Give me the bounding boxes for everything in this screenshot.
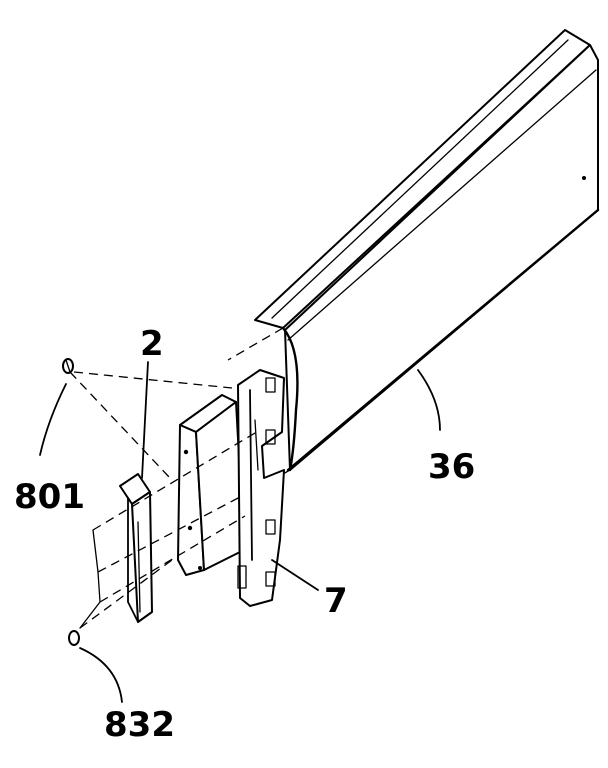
screw-part-801 [62,358,74,374]
callout-36: 36 [428,447,475,487]
bracket-part-2 [119,473,153,623]
callout-2: 2 [140,324,164,364]
leader-lines [39,361,441,703]
rail-part-36 [254,29,600,472]
callout-801: 801 [14,477,85,517]
callout-832: 832 [104,705,175,745]
callout-7: 7 [324,581,348,621]
nut-part-832 [68,630,80,646]
clip-part-7 [237,369,285,607]
end-bracket-block [177,394,245,576]
assembly-lines [69,371,261,629]
